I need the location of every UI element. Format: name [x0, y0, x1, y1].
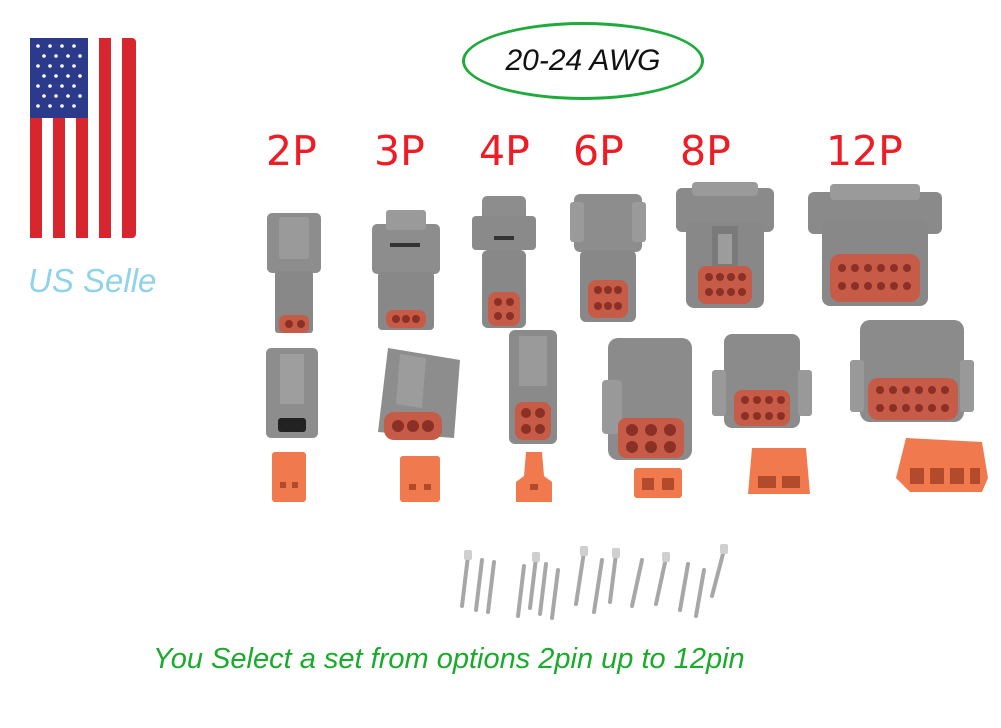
connector-6p-plug [602, 338, 692, 460]
connector-4p-plug [509, 330, 557, 444]
connector-8p-receptacle [676, 182, 774, 308]
wedge-lock-12p [896, 438, 988, 492]
label-2p: 2P [266, 127, 317, 175]
awg-badge: 20-24 AWG [462, 22, 704, 100]
connector-3p-receptacle [372, 210, 440, 330]
label-4p: 4P [479, 127, 530, 175]
wedge-lock-2p [272, 452, 306, 502]
us-seller-text: US Selle [28, 262, 157, 299]
connector-8p-plug [712, 334, 812, 428]
connector-12p-receptacle [808, 184, 942, 306]
connector-4p-receptacle [472, 196, 536, 328]
wedge-lock-4p [516, 452, 552, 502]
crimp-terminals-image [460, 544, 728, 620]
connector-3p-plug [378, 348, 460, 440]
label-8p: 8P [680, 127, 731, 175]
connector-12p-plug [850, 320, 974, 422]
wedge-lock-3p [400, 456, 440, 502]
connector-2p-plug [266, 348, 318, 438]
label-6p: 6P [573, 127, 624, 175]
us-flag-icon [30, 38, 136, 238]
connector-2p-receptacle [267, 213, 321, 333]
options-caption: You Select a set from options 2pin up to… [153, 643, 745, 675]
label-12p: 12P [826, 127, 903, 175]
wedge-lock-6p [634, 468, 682, 498]
connector-6p-receptacle [570, 194, 646, 322]
awg-label: 20-24 AWG [505, 44, 661, 77]
wedge-lock-8p [748, 448, 810, 494]
label-3p: 3P [374, 127, 425, 175]
